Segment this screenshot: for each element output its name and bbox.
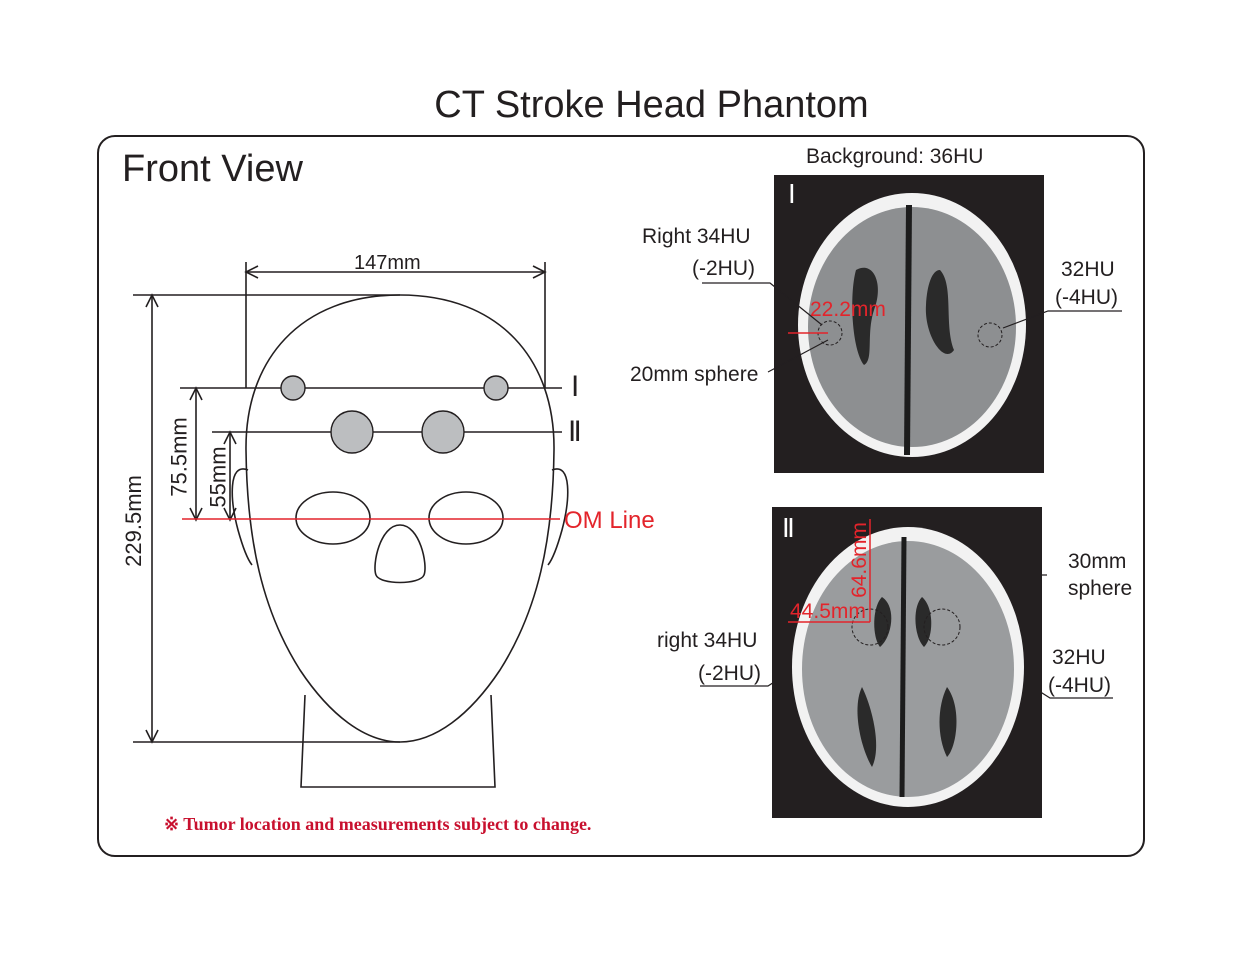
slice-2-distance-v: 64.6mm: [847, 522, 871, 598]
slice-1-right-label: Right 34HU: [642, 225, 751, 248]
front-view-heading: Front View: [122, 148, 303, 190]
ct-slice-2-image: [772, 507, 1042, 818]
slice-1-left-label: 32HU: [1061, 258, 1115, 281]
level-2-marker: Ⅱ: [568, 417, 582, 448]
background-label: Background: 36HU: [806, 145, 984, 168]
width-dimension-label: 147mm: [354, 252, 421, 274]
slice-2-right-delta: (-2HU): [698, 662, 761, 685]
slice-1-right-delta: (-2HU): [692, 257, 755, 280]
slice-2-left-label: 32HU: [1052, 646, 1106, 669]
ct-slice-1-drawing: [788, 193, 1026, 457]
page-title: CT Stroke Head Phantom: [434, 84, 869, 126]
slice-1-left-delta: (-4HU): [1055, 286, 1118, 309]
slice-2-left-delta: (-4HU): [1048, 674, 1111, 697]
disclaimer-note: ※ Tumor location and measurements subjec…: [164, 814, 592, 834]
diagram-frame: [97, 135, 1145, 857]
ct-slice-1-marker: Ⅰ: [788, 180, 796, 209]
slice-1-sphere-label: 20mm sphere: [630, 363, 759, 386]
slice-2-right-label: right 34HU: [657, 629, 758, 652]
slice-2-sphere-label-1: 30mm: [1068, 550, 1127, 573]
om-line-label: OM Line: [564, 507, 655, 534]
slice-1-distance: 22.2mm: [810, 298, 886, 321]
level-1-marker: Ⅰ: [571, 372, 580, 403]
ct-slice-2-drawing: [788, 519, 1024, 807]
slice-2-sphere-label-2: sphere: [1068, 577, 1133, 600]
ct-slice-1-image: [774, 175, 1044, 473]
slice-2-distance-h: 44.5mm: [790, 600, 866, 623]
ct-slice-2-marker: Ⅱ: [782, 514, 795, 543]
